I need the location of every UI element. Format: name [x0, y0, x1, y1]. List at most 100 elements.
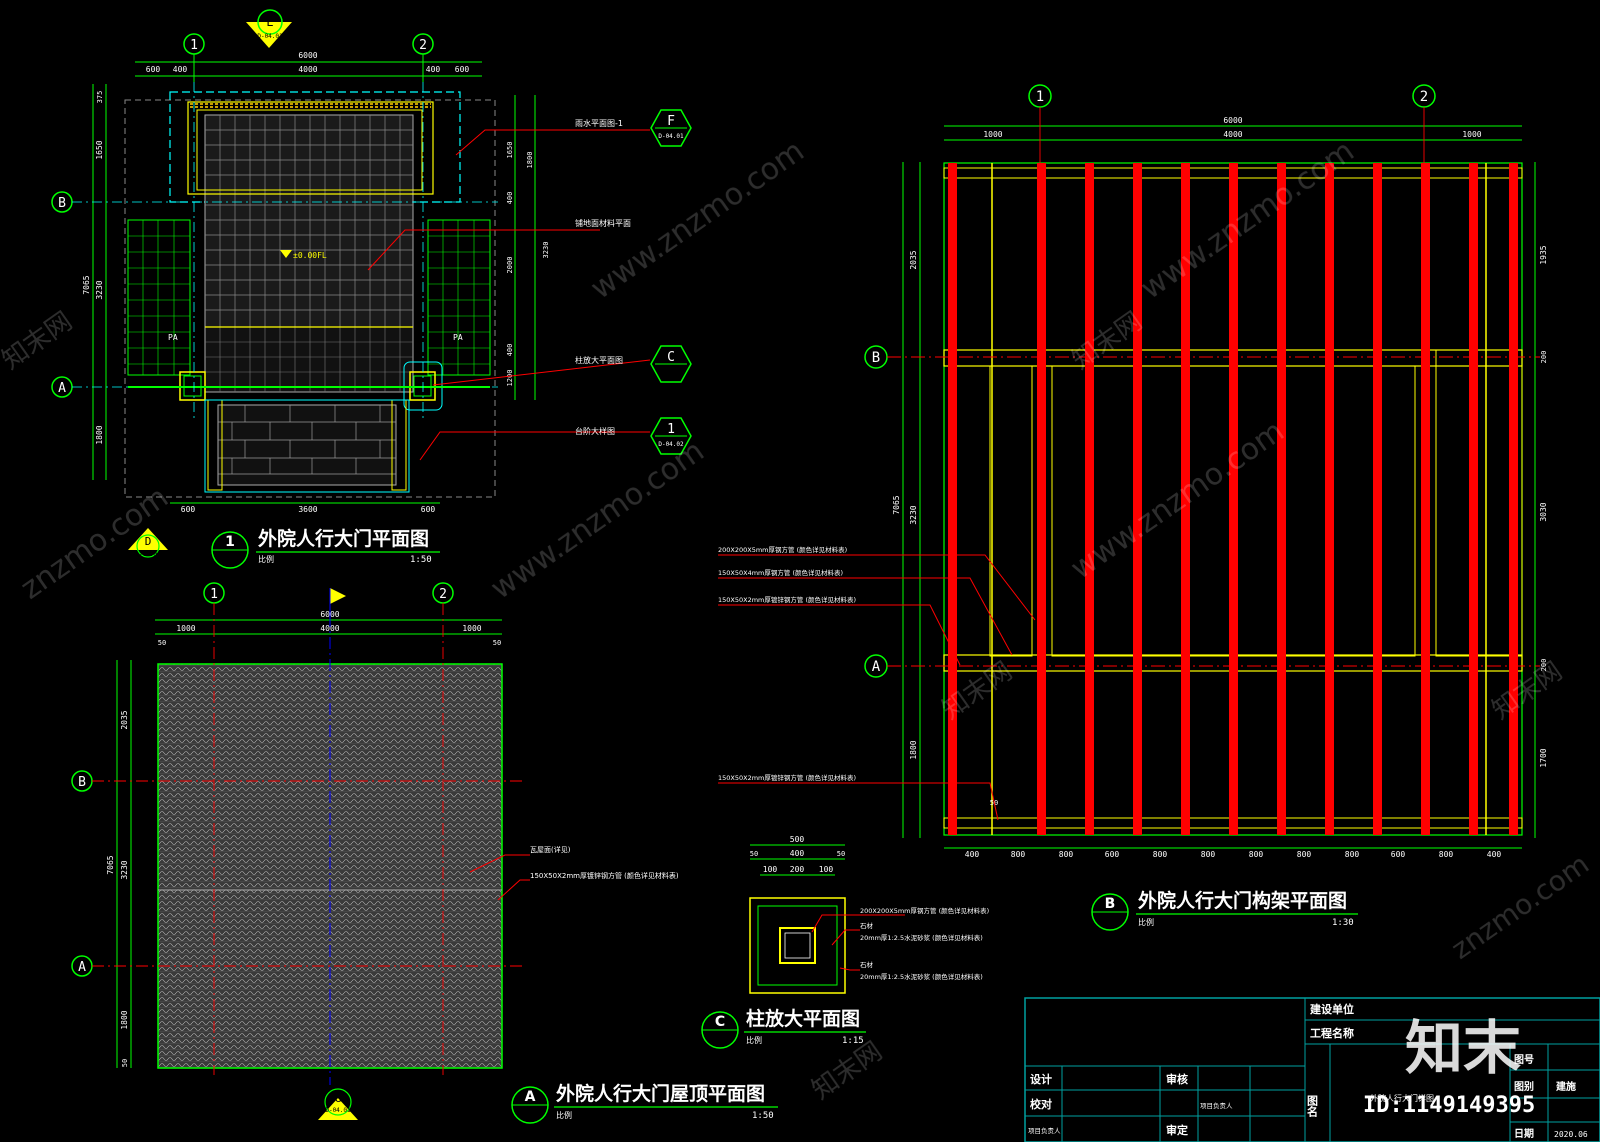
plan-b-scale-label: 比例: [1138, 917, 1154, 927]
section-mark-g-label: G: [335, 1092, 342, 1105]
b-leader-1: [718, 554, 1036, 621]
b-dim-bottom-2: 800: [1059, 850, 1074, 859]
dim-left-1: 1650: [95, 140, 104, 159]
level-text: ±0.00FL: [293, 251, 327, 260]
callout-f-label: F: [667, 114, 675, 129]
b-dim-top-right: 1000: [1462, 130, 1481, 139]
callout-f-text: 雨水平面图-1: [575, 118, 623, 128]
label-pa-left: PA: [168, 333, 178, 342]
plan-1-scale-label: 比例: [258, 554, 274, 564]
a-grid-label-a: A: [78, 960, 86, 975]
tb-date: 2020.06: [1554, 1130, 1588, 1139]
leader-c: [432, 359, 651, 386]
side-paving-left: [127, 219, 191, 376]
plan-c-scale-label: 比例: [746, 1035, 762, 1045]
tb-num-label: 图号: [1514, 1054, 1534, 1066]
section-mark-d-circle: [136, 534, 160, 558]
c-note-3a: 石材: [860, 960, 874, 969]
title-num-a: A: [525, 1089, 536, 1105]
eave-frame-inner: [196, 109, 423, 191]
c-dim-sub-1: 100: [763, 865, 778, 874]
b-dim-left-total: 7065: [892, 495, 901, 514]
tb-design: 设计: [1030, 1072, 1052, 1086]
b-dim-top-mid: 4000: [1223, 130, 1242, 139]
dim-bottom-mid: 3600: [298, 505, 317, 514]
outer-dashed-boundary: [124, 99, 496, 498]
c-steel-tube: [779, 927, 816, 964]
step-outline: [204, 399, 410, 493]
section-mark-e-label: E: [266, 15, 273, 29]
label-pa-right: PA: [453, 333, 463, 342]
c-dim-sub-3: 100: [819, 865, 834, 874]
dim-right-3: 400: [506, 192, 514, 205]
plan-a-scale: 1:50: [752, 1111, 774, 1121]
b-grid-label-2: 2: [1420, 89, 1428, 105]
c-note-2a: 石材: [860, 921, 874, 930]
grid-label-a: A: [58, 381, 66, 396]
a-dim-left-2: 3230: [120, 860, 129, 879]
callout-hex-c: [650, 345, 692, 383]
callout-c-text: 柱放大平面图: [575, 355, 623, 365]
c-leader-2: [831, 929, 860, 946]
title-num-c: C: [715, 1014, 725, 1030]
b-note-2: 150X50X4mm厚钢方管 (颜色详见材料表): [718, 568, 843, 577]
b-dim-top-left: 1000: [983, 130, 1002, 139]
a-dim-left-3: 1800: [120, 1010, 129, 1029]
b-dim-right-1: 1935: [1539, 245, 1548, 264]
b-dim-right-3: 3030: [1539, 502, 1548, 521]
c-mortar-square: [757, 905, 838, 986]
b-grid-label-b: B: [872, 350, 880, 366]
dim-right-7: 1200: [506, 370, 514, 387]
north-flag-icon: [330, 588, 346, 604]
callout-hex-f: [650, 109, 692, 147]
c-note-1: 200X200X5mm厚钢方管 (颜色详见材料表): [860, 906, 989, 915]
c-dim-edge-l: 50: [750, 850, 758, 858]
tb-person-1: 项目负责人: [1200, 1101, 1233, 1110]
title-block-frame: [1024, 997, 1600, 1142]
a-note-1: 瓦屋面(详见): [530, 845, 571, 854]
dim-top-total: 6000: [298, 51, 317, 60]
title-num-b: B: [1105, 896, 1116, 912]
c-note-3b: 20mm厚1:2.5水泥砂浆 (颜色详见材料表): [860, 972, 983, 981]
b-dim-bottom-8: 800: [1345, 850, 1360, 859]
b-dim-right-5: 1700: [1539, 748, 1548, 767]
dim-bottom-left: 600: [181, 505, 196, 514]
callout-f-ref: D-04.01: [658, 133, 684, 140]
tb-discipline-label: 图别: [1514, 1080, 1534, 1093]
b-dim-bottom-7: 800: [1297, 850, 1312, 859]
c-dim-edge-r: 50: [837, 850, 845, 858]
c-leader-3: [839, 967, 860, 971]
a-note-2: 150X50X2mm厚镀锌钢方管 (颜色详见材料表): [530, 871, 679, 880]
b-dim-left-1: 2035: [909, 250, 918, 269]
plan-b-title: 外院人行大门构架平面图: [1138, 889, 1347, 912]
a-leader-1: [469, 854, 530, 873]
callout-1-text: 台阶大样图: [575, 426, 615, 436]
b-inner-frame-left: [989, 365, 1033, 657]
b-note-4: 150X50X2mm厚镀锌钢方管 (颜色详见材料表): [718, 773, 856, 782]
a-dim-left-4: 50: [121, 1059, 129, 1067]
section-mark-d-triangle: [128, 528, 168, 550]
b-dim-bottom-11: 400: [1487, 850, 1502, 859]
b-dim-bottom-3: 600: [1105, 850, 1120, 859]
dim-right-6: 400: [506, 344, 514, 357]
b-dim-left-3: 1800: [909, 740, 918, 759]
dim-right-2: 1800: [526, 152, 534, 169]
b-leader-2: [718, 577, 1013, 656]
tb-drawing-name: 外院人行大门详图: [1370, 1093, 1434, 1103]
b-inner-frame-right: [1435, 349, 1523, 657]
section-mark-g-triangle: [318, 1098, 358, 1120]
dim-left-3: 1800: [95, 425, 104, 444]
c-dim-sub-2: 200: [790, 865, 805, 874]
b-note-1: 200X200X5mm厚钢方管 (颜色详见材料表): [718, 545, 847, 554]
c-outer-square: [749, 897, 846, 994]
dim-top-left-b: 400: [173, 65, 188, 74]
tb-date-label: 日期: [1514, 1127, 1534, 1140]
plan-c-scale: 1:15: [842, 1036, 864, 1046]
watermark-logo-group: 知末 ID:1149149395: [1363, 1014, 1535, 1118]
dim-top-right-a: 400: [426, 65, 441, 74]
callout-1-label: 1: [667, 422, 675, 437]
b-dim-bottom-5: 800: [1201, 850, 1216, 859]
a-dim-edge-l: 50: [158, 639, 166, 647]
tb-check: 校对: [1030, 1097, 1052, 1111]
